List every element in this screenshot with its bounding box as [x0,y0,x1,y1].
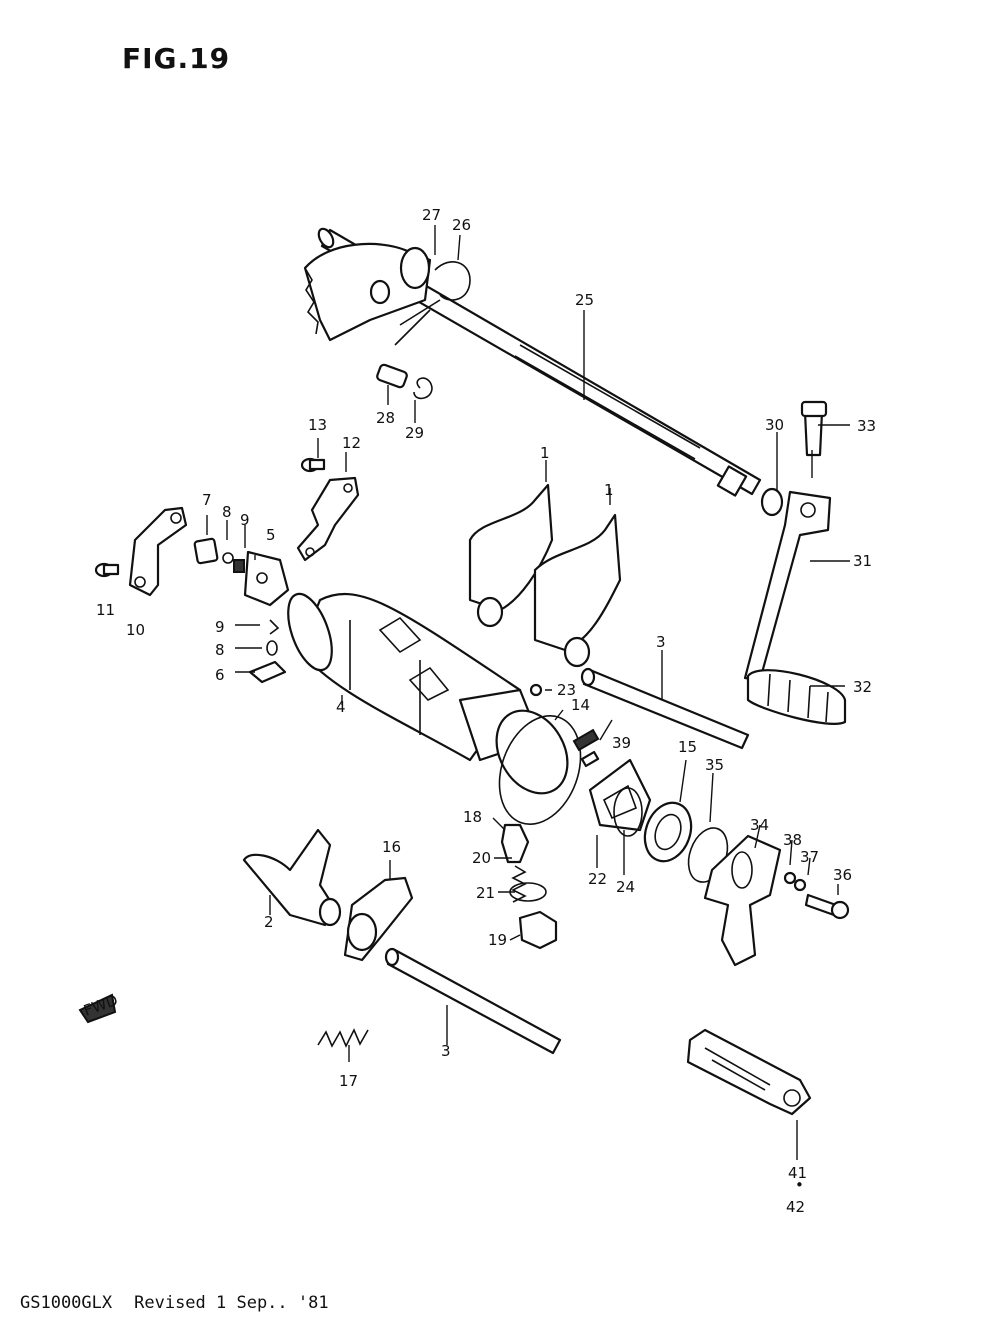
callout-29: 29 [405,424,424,442]
callout-36: 36 [833,866,852,884]
callout-9b: 9 [215,618,225,636]
switch-body-part-19 [518,910,558,950]
cam-stopper-part-5 [193,537,290,607]
callout-8a: 8 [222,503,232,521]
callout-12: 12 [342,434,361,452]
cam-plate-part-22 [588,758,652,832]
leader-lines [206,225,850,1160]
callout-37: 37 [800,848,819,866]
shift-lever-part-31 [743,490,832,682]
callout-28: 28 [376,409,395,427]
pin-part-39 [572,728,600,768]
bolt-part-28 [376,363,408,389]
shift-arm-ratchet [303,242,471,346]
bolt-part-11 [94,562,120,578]
callout-35: 35 [705,756,724,774]
callout-24: 24 [616,878,635,896]
shift-fork-part-1-right [533,513,622,668]
callout-23: 23 [557,681,576,699]
callout-9a: 9 [240,511,250,529]
stopper-plate-part-10 [128,506,188,597]
callout-21: 21 [476,884,495,902]
callout-13: 13 [308,416,327,434]
gearshift-shaft-part-25 [317,227,762,497]
spring-part-20 [511,865,527,903]
callout-20: 20 [472,849,491,867]
callout-41: 41 [788,1164,807,1182]
washer-parts-37-38 [783,871,807,892]
callout-39: 39 [612,734,631,752]
callout-7: 7 [202,491,212,509]
plate-part-12 [296,476,360,562]
callout-14: 14 [571,696,590,714]
shift-fork-shaft-part-3-upper [580,667,750,750]
callout-42: 42 [786,1198,805,1216]
shift-fork-part-1-left [468,483,554,628]
callout-6: 6 [215,666,225,684]
callout-34: 34 [750,816,769,834]
spring-pin-parts-6-8-9 [248,619,287,684]
circlip-part-14 [498,714,582,826]
callout-38: 38 [783,831,802,849]
callout-3-upper: 3 [656,633,666,651]
callout-22: 22 [588,870,607,888]
shift-fork-shaft-part-3-lower [384,947,562,1055]
bolt-part-13 [300,457,326,473]
model-code: GS1000GLX [20,1293,113,1313]
callout-4: 4 [336,698,346,716]
callout-1a: 1 [540,444,550,462]
callout-41-42-dot: • [795,1176,804,1194]
callout-16: 16 [382,838,401,856]
screw-part-36 [804,893,850,920]
callout-1b: 1 [604,481,614,499]
pedal-rubber-part-32 [746,669,847,725]
callout-17: 17 [339,1072,358,1090]
revision-note: Revised 1 Sep.. '81 [134,1293,329,1313]
bearing-holder-part-34 [703,834,782,967]
callout-26: 26 [452,216,471,234]
pin-part-23 [529,683,543,697]
callout-5: 5 [266,526,276,544]
bearing-part-15 [643,801,693,863]
callout-18: 18 [463,808,482,826]
clip-part-29 [413,377,433,400]
cam-drum-part-4 [287,592,569,795]
callout-32: 32 [853,678,872,696]
callout-30: 30 [765,416,784,434]
callout-19: 19 [488,931,507,949]
callout-8b: 8 [215,641,225,659]
callout-3-lower: 3 [441,1042,451,1060]
callout-11: 11 [96,601,115,619]
callout-27: 27 [422,206,441,224]
cam-plate-part-24 [613,787,643,837]
neutral-contact-part-18 [500,823,530,864]
figure-title: FIG.19 [122,42,231,75]
spring-part-17 [317,1028,369,1048]
callout-31: 31 [853,552,872,570]
bolt-part-33 [800,400,828,457]
callout-25: 25 [575,291,594,309]
shift-fork-part-2 [242,828,342,927]
fwd-arrow-icon: FWD [78,991,120,1024]
callout-15: 15 [678,738,697,756]
cam-guide-part-16 [343,876,414,962]
washer-part-30 [760,487,784,517]
plate-part-41-42 [686,1028,812,1116]
callout-33: 33 [857,417,876,435]
callout-labels: 1 1 2 3 3 4 5 6 7 8 8 9 9 10 11 12 13 14… [96,206,876,1216]
callout-10: 10 [126,621,145,639]
callout-2: 2 [264,913,274,931]
footer: GS1000GLX Revised 1 Sep.. '81 [20,1293,351,1313]
